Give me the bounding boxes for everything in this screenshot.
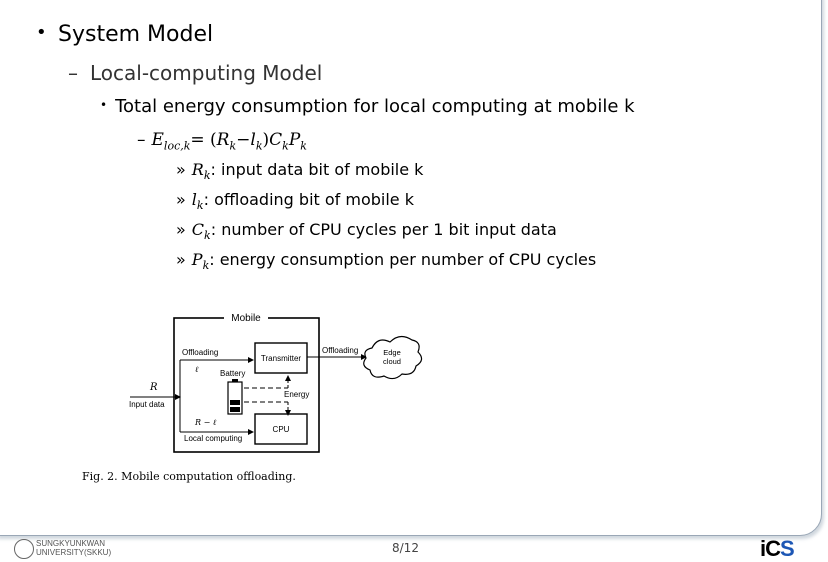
def-text: : energy consumption per number of CPU c… bbox=[209, 250, 597, 269]
def-sub: k bbox=[196, 199, 204, 213]
bullet3-text: Total energy consumption for local compu… bbox=[115, 96, 635, 117]
page-number: 8/12 bbox=[392, 541, 419, 555]
edge-cloud-line2: cloud bbox=[383, 357, 401, 366]
definition-item: »Pk: energy consumption per number of CP… bbox=[176, 250, 597, 273]
formula-P: P bbox=[288, 130, 301, 150]
def-sub: k bbox=[202, 259, 210, 273]
bullet-dot: • bbox=[100, 98, 108, 112]
def-symbol: R bbox=[191, 160, 204, 179]
definition-item: »Rk: input data bit of mobile k bbox=[176, 160, 424, 183]
bullet-dash: – bbox=[68, 61, 78, 85]
def-sub: k bbox=[203, 169, 211, 183]
ell-label: ℓ bbox=[195, 365, 199, 374]
cpu-box bbox=[254, 413, 308, 445]
def-text: : offloading bit of mobile k bbox=[203, 190, 414, 209]
slide-frame bbox=[0, 0, 822, 536]
offloading-diagram: Mobile Offloading ℓ Transmitter Offloadi… bbox=[129, 312, 423, 453]
energy-label: Energy bbox=[284, 390, 309, 399]
ics-logo: iCS bbox=[760, 536, 795, 561]
edge-cloud-line1: Edge bbox=[383, 348, 401, 357]
def-symbol: P bbox=[191, 250, 203, 269]
battery-label: Battery bbox=[220, 369, 245, 378]
edge-cloud-shape bbox=[363, 335, 423, 380]
mobile-label: Mobile bbox=[231, 313, 261, 324]
def-symbol: C bbox=[191, 220, 205, 239]
definition-item: »lk: offloading bit of mobile k bbox=[176, 190, 414, 213]
formula-l-sub: k bbox=[255, 139, 263, 153]
formula-l: l bbox=[250, 130, 256, 150]
R-label: R bbox=[149, 382, 158, 393]
def-text: : number of CPU cycles per 1 bit input d… bbox=[210, 220, 557, 239]
offloading-in-label: Offloading bbox=[182, 348, 218, 357]
formula-dash: – bbox=[137, 130, 146, 150]
offloading-out-label: Offloading bbox=[322, 346, 358, 355]
formula-P-sub: k bbox=[300, 139, 307, 153]
formula-lhs-sub: loc,k bbox=[163, 139, 191, 153]
formula-C-sub: k bbox=[282, 139, 289, 153]
input-data-label: Input data bbox=[129, 400, 165, 409]
bullet2-text: Local-computing Model bbox=[90, 61, 323, 85]
bullet-dot: • bbox=[36, 22, 47, 43]
transmitter-box bbox=[254, 342, 308, 374]
formula-R: R bbox=[216, 130, 230, 150]
bullet1-text: System Model bbox=[58, 22, 214, 47]
def-sub: k bbox=[204, 229, 211, 243]
local-computing-label: Local computing bbox=[184, 434, 242, 443]
formula-lhs: E bbox=[151, 130, 164, 150]
energy-formula: –Eloc,k= (Rk−lk)CkPk bbox=[137, 130, 307, 153]
formula-C: C bbox=[269, 130, 283, 150]
bullet-local-computing: –Local-computing Model bbox=[68, 61, 322, 85]
skku-emblem-icon bbox=[14, 539, 34, 559]
formula-R-sub: k bbox=[229, 139, 237, 153]
def-text: : input data bit of mobile k bbox=[210, 160, 424, 179]
cpu-label: CPU bbox=[273, 425, 290, 434]
definition-item: »Ck: number of CPU cycles per 1 bit inpu… bbox=[176, 220, 557, 243]
bullet-total-energy: • Total energy consumption for local comp… bbox=[100, 96, 635, 117]
transmitter-label: Transmitter bbox=[261, 354, 301, 363]
figure-caption: Fig. 2. Mobile computation offloading. bbox=[82, 470, 296, 483]
def-symbol: l bbox=[191, 190, 197, 209]
r-minus-l-label: R − ℓ bbox=[194, 418, 217, 427]
